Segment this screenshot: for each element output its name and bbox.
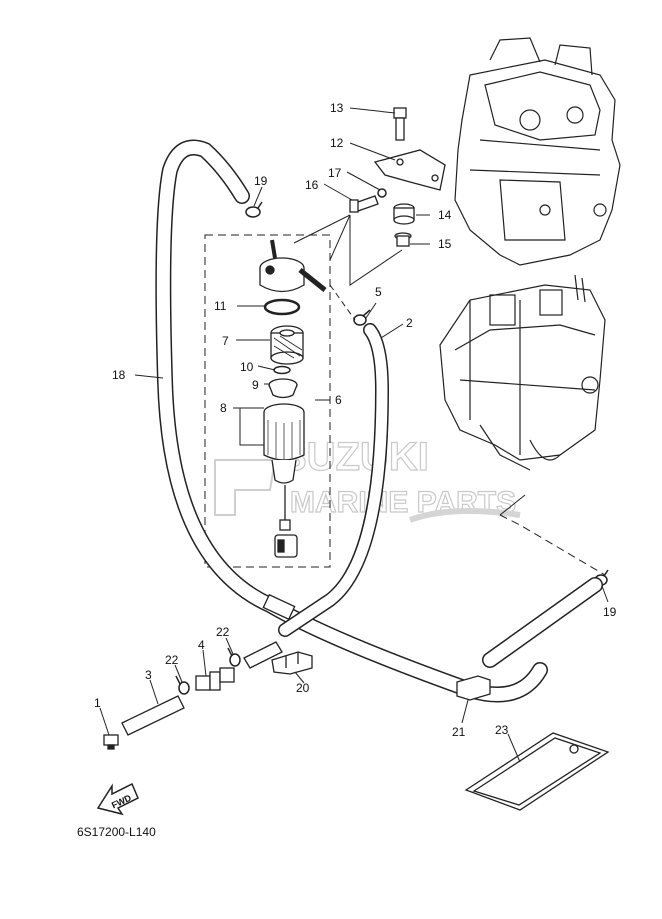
callout-10: 10 bbox=[240, 360, 254, 374]
callout-15: 15 bbox=[438, 237, 452, 251]
callout-8: 8 bbox=[220, 401, 227, 415]
leader-lines bbox=[99, 107, 609, 763]
filter-head bbox=[259, 239, 327, 293]
holder-21 bbox=[456, 675, 491, 701]
callout-21: 21 bbox=[452, 725, 466, 739]
callout-12: 12 bbox=[330, 136, 344, 150]
callout-14: 14 bbox=[438, 208, 452, 222]
callouts: 13 12 17 16 14 15 19 5 2 11 7 10 9 8 6 1… bbox=[94, 101, 617, 739]
callout-6: 6 bbox=[335, 393, 342, 407]
callout-11: 11 bbox=[214, 299, 227, 313]
hose-18 bbox=[156, 141, 547, 701]
pad-23 bbox=[464, 732, 610, 811]
callout-5: 5 bbox=[375, 285, 382, 299]
fwd-arrow-icon: FWD bbox=[96, 782, 139, 816]
callout-23: 23 bbox=[495, 723, 509, 737]
hose-18-outline bbox=[155, 139, 548, 703]
figure-code: 6S17200-L140 bbox=[77, 825, 156, 839]
callout-9: 9 bbox=[252, 378, 259, 392]
hose-right bbox=[483, 578, 602, 667]
water-sensor bbox=[274, 485, 298, 558]
callout-2: 2 bbox=[406, 316, 413, 330]
watermark: SUZUKI MARINE PARTS bbox=[214, 434, 521, 523]
upper-engine-block bbox=[454, 37, 621, 266]
callout-4: 4 bbox=[198, 638, 205, 652]
clip-22b bbox=[227, 647, 241, 667]
washer bbox=[377, 188, 387, 198]
connector-lines bbox=[293, 214, 606, 576]
holder-20 bbox=[271, 651, 313, 675]
filter-element bbox=[270, 325, 304, 365]
clip-22a bbox=[175, 675, 190, 695]
bolt-13 bbox=[393, 107, 407, 141]
clip-19a bbox=[245, 201, 263, 218]
callout-7: 7 bbox=[222, 334, 229, 348]
callout-19-top: 19 bbox=[254, 174, 268, 188]
filter-cup bbox=[263, 403, 305, 484]
float bbox=[268, 378, 298, 399]
o-ring bbox=[263, 298, 301, 316]
lower-engine-block bbox=[439, 274, 606, 471]
hose-2-outline bbox=[278, 323, 390, 637]
callout-20: 20 bbox=[296, 681, 310, 695]
hose-joint bbox=[262, 593, 296, 621]
callout-22-right: 22 bbox=[216, 625, 230, 639]
collar bbox=[394, 232, 412, 247]
watermark-logo-icon bbox=[214, 459, 277, 516]
callout-17: 17 bbox=[328, 166, 342, 180]
watermark-wave-icon bbox=[408, 508, 521, 523]
callout-18: 18 bbox=[112, 368, 126, 382]
spring bbox=[273, 365, 291, 375]
filter-assembly-box bbox=[204, 234, 331, 568]
joint-4 bbox=[195, 667, 235, 691]
hose-2 bbox=[279, 324, 388, 636]
bracket bbox=[373, 149, 446, 191]
pipe-3 bbox=[121, 695, 185, 736]
clip-5 bbox=[353, 309, 371, 326]
callout-16: 16 bbox=[305, 178, 319, 192]
callout-13: 13 bbox=[330, 101, 344, 115]
callout-3: 3 bbox=[145, 668, 152, 682]
callout-19-right: 19 bbox=[603, 605, 617, 619]
callout-22-left: 22 bbox=[165, 653, 179, 667]
grommet bbox=[393, 203, 415, 225]
plug-1 bbox=[103, 734, 119, 750]
callout-1: 1 bbox=[94, 696, 101, 710]
pipe-short bbox=[243, 641, 283, 669]
bolt-16 bbox=[349, 195, 379, 213]
